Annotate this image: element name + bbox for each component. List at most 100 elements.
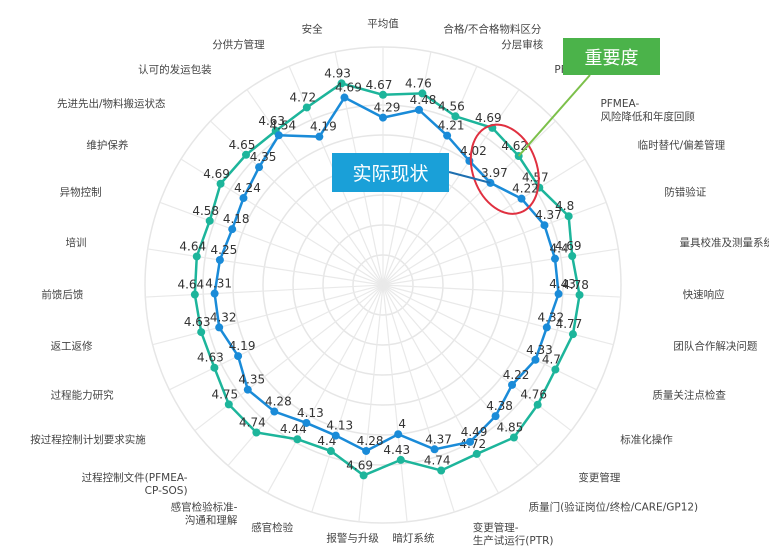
data-point xyxy=(430,445,439,454)
data-label: 4.64 xyxy=(177,278,204,292)
data-label: 4.63 xyxy=(197,351,224,365)
series-line-importance xyxy=(193,82,581,477)
data-point xyxy=(215,323,224,332)
data-point xyxy=(394,430,403,439)
data-point xyxy=(379,90,387,99)
data-point xyxy=(533,400,542,409)
grid-spoke xyxy=(382,284,597,391)
data-label: 4.57 xyxy=(522,171,549,185)
category-label: 分供方管理 xyxy=(212,38,265,51)
data-point xyxy=(568,330,577,339)
category-label: 分层审核 xyxy=(501,38,543,51)
grid-spoke xyxy=(147,248,384,286)
data-label: 4.35 xyxy=(238,373,265,387)
category-label: 合格/不合格物料区分 xyxy=(443,22,542,35)
data-point xyxy=(542,323,551,332)
grid-spoke xyxy=(210,120,384,286)
data-label: 4 xyxy=(398,417,406,431)
importance-callout-line xyxy=(517,74,591,157)
grid-spoke xyxy=(145,284,384,298)
category-label: 快速响应 xyxy=(683,288,725,301)
grid-spoke xyxy=(358,284,384,522)
data-point xyxy=(509,433,518,442)
data-point xyxy=(274,131,283,140)
grid-spoke xyxy=(169,284,384,391)
current-status-callout: 实际现状 xyxy=(332,153,449,192)
data-point xyxy=(550,254,559,263)
data-label: 4.13 xyxy=(297,406,324,420)
data-label: 4.29 xyxy=(374,101,401,115)
category-label: 认可的发运包装 xyxy=(138,63,212,76)
data-point xyxy=(508,380,517,389)
data-point xyxy=(466,437,475,446)
grid-spoke xyxy=(152,284,384,346)
data-point xyxy=(239,194,248,203)
grid-spoke xyxy=(246,89,384,286)
grid-spoke xyxy=(266,284,384,494)
data-label: 4.4 xyxy=(317,434,336,448)
category-label: 前馈后馈 xyxy=(41,288,83,301)
data-label: 4.22 xyxy=(503,368,530,382)
category-label: 变更管理-生产试运行(PTR) xyxy=(473,521,554,547)
data-point xyxy=(443,131,452,140)
category-label: 防错验证 xyxy=(664,185,706,198)
series-line-current xyxy=(213,95,560,453)
data-point xyxy=(210,289,219,298)
data-point xyxy=(491,412,500,421)
data-label: 4.43 xyxy=(549,277,576,291)
data-label: 4.8 xyxy=(555,199,574,213)
data-label: 4.54 xyxy=(269,118,296,132)
data-label: 4.77 xyxy=(556,317,583,331)
data-label: 4.76 xyxy=(405,76,432,90)
grid-spoke xyxy=(382,284,500,494)
data-label: 4.78 xyxy=(562,278,589,292)
data-label: 4.13 xyxy=(326,419,353,433)
data-label: 4.38 xyxy=(486,399,513,413)
data-label: 4.28 xyxy=(357,434,384,448)
data-label: 4.69 xyxy=(475,111,502,125)
data-label: 4.75 xyxy=(211,387,238,401)
category-label: 感官检验 xyxy=(251,521,293,534)
data-point xyxy=(192,252,201,261)
category-label: 临时替代/偏差管理 xyxy=(638,139,726,152)
grid-spoke xyxy=(382,89,520,286)
data-point xyxy=(315,132,324,141)
grid-spoke xyxy=(382,158,586,286)
data-point xyxy=(517,194,526,203)
data-label: 4.69 xyxy=(203,167,230,181)
category-label: 先进先出/物料搬运状态 xyxy=(57,97,166,110)
data-point xyxy=(270,407,279,416)
data-label: 4.69 xyxy=(335,81,362,95)
data-label: 4.25 xyxy=(211,243,238,257)
data-label: 4.32 xyxy=(537,310,564,324)
highlight-ellipse xyxy=(469,123,540,215)
data-point xyxy=(414,105,423,114)
data-point xyxy=(396,455,405,464)
grid-spoke xyxy=(159,201,384,286)
data-point xyxy=(252,428,261,437)
data-point xyxy=(340,93,349,102)
data-label: 4.44 xyxy=(280,422,307,436)
category-label: 团队合作解决问题 xyxy=(673,340,757,353)
data-point xyxy=(418,89,427,98)
data-label: 3.97 xyxy=(481,166,508,180)
data-point xyxy=(205,216,214,225)
data-point xyxy=(326,447,335,456)
data-label: 4.69 xyxy=(555,239,582,253)
data-point xyxy=(554,289,563,298)
data-label: 4.4 xyxy=(549,242,568,256)
category-label: 暗灯系统 xyxy=(392,532,434,545)
data-label: 4.63 xyxy=(258,114,285,128)
data-label: 4.74 xyxy=(239,416,266,430)
data-point xyxy=(575,290,584,299)
data-label: 4.18 xyxy=(223,212,250,226)
category-label: 平均值 xyxy=(367,17,399,30)
data-label: 4.19 xyxy=(229,339,256,353)
data-label: 4.33 xyxy=(526,343,553,357)
data-label: 4.28 xyxy=(265,395,292,409)
data-point xyxy=(465,156,474,165)
data-point xyxy=(210,363,219,372)
data-point xyxy=(540,221,549,230)
